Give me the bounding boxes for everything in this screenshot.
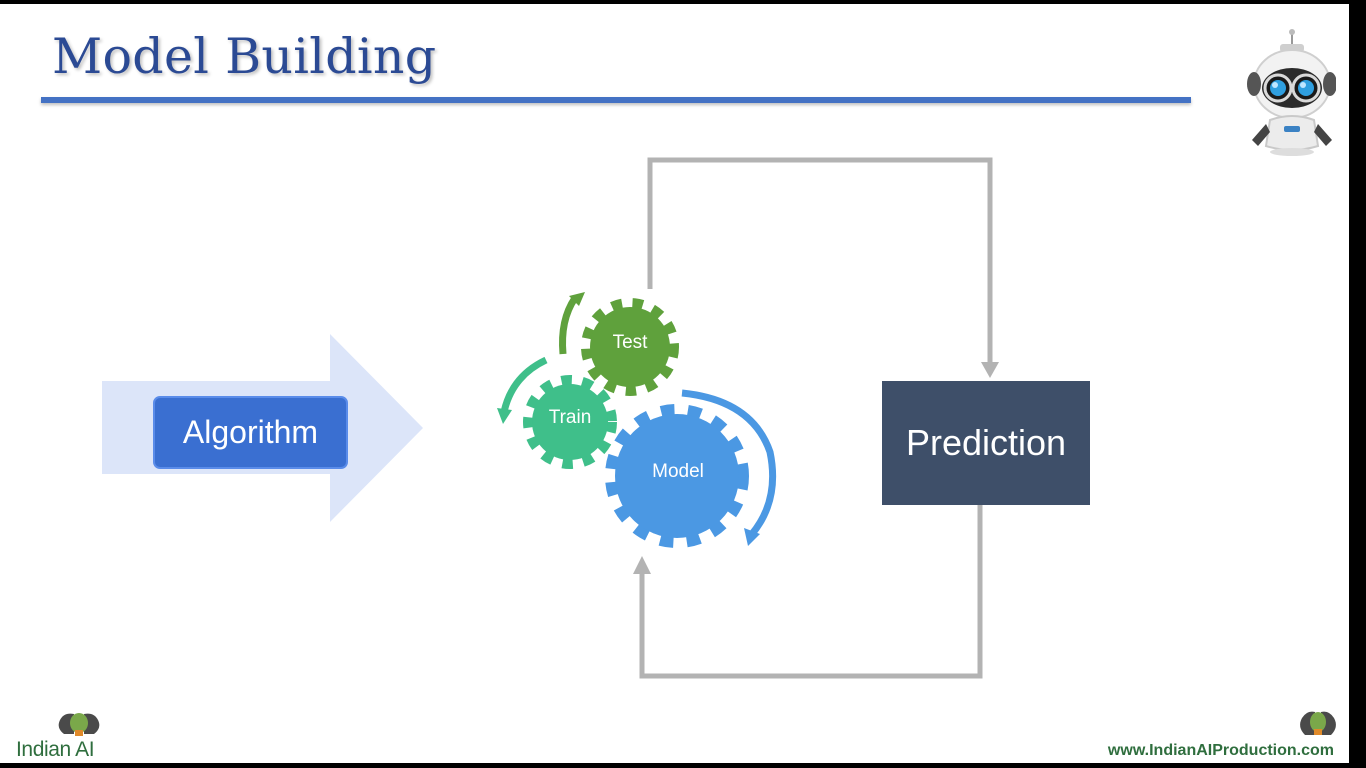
corner-brain-logo-icon [1300, 711, 1336, 735]
slide: Model Building [0, 4, 1349, 763]
train-cycle-arrow [500, 356, 548, 413]
gear-train [523, 375, 617, 469]
gear-test [581, 298, 679, 396]
connector-top [647, 157, 993, 362]
footer-url[interactable]: www.IndianAIProduction.com [1107, 742, 1334, 759]
gear-model-label: Model [652, 461, 704, 482]
connector-bottom [639, 505, 983, 679]
algorithm-box: Algorithm [153, 396, 348, 469]
connector-top-arrowhead [981, 362, 999, 378]
test-cycle-arrow [559, 296, 578, 355]
gear-model [605, 404, 749, 548]
gear-test-label: Test [612, 332, 648, 353]
footer-logo: Indian AI Production [14, 710, 184, 763]
slide-title: Model Building [52, 28, 437, 85]
footer-logo-text: Indian AI Production [16, 738, 113, 763]
brain-logo-icon [58, 713, 100, 736]
robot-icon [1247, 29, 1336, 156]
title-underline [41, 97, 1191, 103]
gear-train-label: Train [548, 407, 592, 428]
connector-bottom-arrowhead [633, 556, 651, 574]
prediction-box: Prediction [882, 381, 1090, 505]
model-cycle-arrow [681, 389, 777, 537]
model-building-diagram [102, 157, 999, 679]
